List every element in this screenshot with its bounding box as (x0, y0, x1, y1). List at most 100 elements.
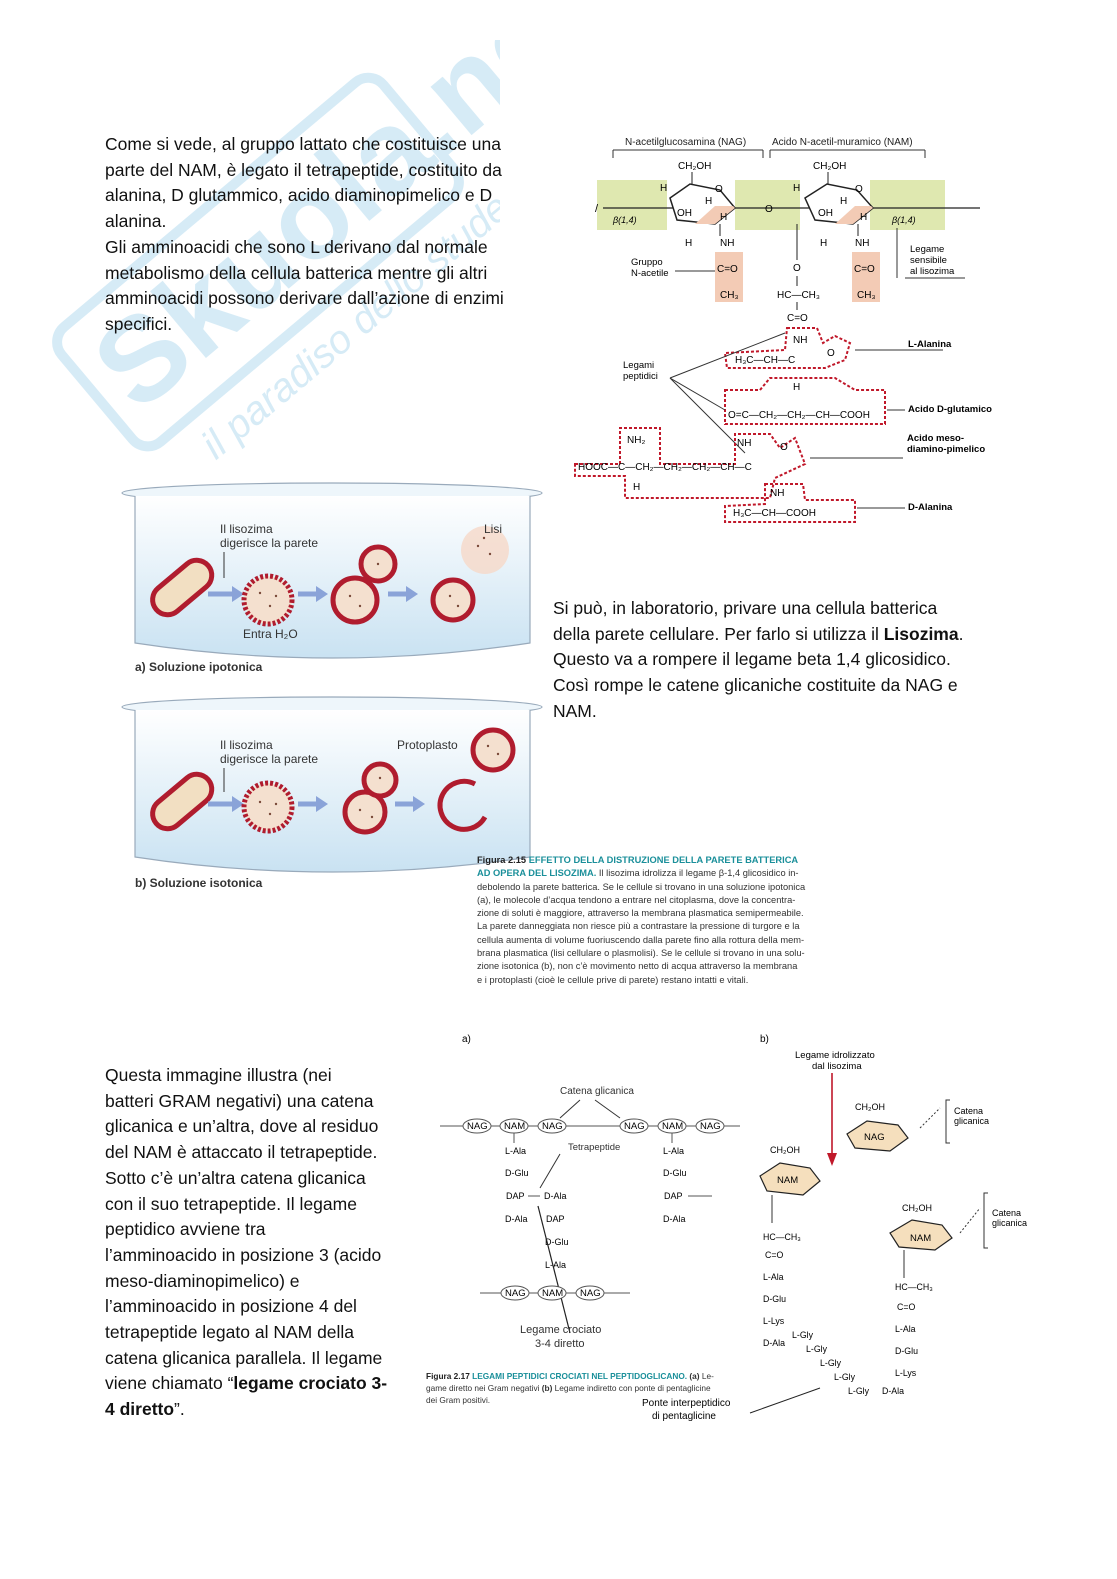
svg-text:CH₂OH: CH₂OH (678, 161, 711, 172)
svg-text:HC—CH₃: HC—CH₃ (777, 290, 820, 301)
svg-text:C=O: C=O (717, 264, 738, 275)
svg-text:Ponte interpeptidico: Ponte interpeptidico (642, 1398, 731, 1409)
figure-peptidoglycan-structure: N-acetilglucosamina (NAG) Acido N-acetil… (574, 137, 992, 523)
svg-text:D-Glu: D-Glu (545, 1237, 569, 1247)
paragraph-lisozima: Si può, in laboratorio, privare una cell… (553, 598, 964, 721)
svg-text:NH: NH (793, 335, 807, 346)
paragraph-gram-negativi: Questa immagine illustra (nei batteri GR… (105, 1065, 388, 1420)
beta-left-label: β(1,4) (612, 215, 637, 225)
svg-text:D-Glu: D-Glu (763, 1294, 786, 1304)
svg-text:Catena: Catena (954, 1106, 983, 1116)
svg-text:CH₂OH: CH₂OH (770, 1145, 800, 1155)
svg-text:D-Glu: D-Glu (895, 1346, 918, 1356)
svg-text:HOOC—C—CH₂—CH₂—CH₂—CH—C: HOOC—C—CH₂—CH₂—CH₂—CH—C (578, 462, 752, 473)
svg-text:Catena glicanica: Catena glicanica (560, 1086, 634, 1097)
svg-text:b): b) (760, 1034, 769, 1045)
svg-text:al lisozima: al lisozima (910, 266, 955, 277)
svg-text:O: O (793, 263, 801, 274)
svg-text:D-Ala: D-Ala (544, 1191, 567, 1201)
svg-text:glicanica: glicanica (954, 1116, 989, 1126)
svg-text:Legame idrolizzato: Legame idrolizzato (795, 1050, 875, 1061)
svg-text:H: H (840, 196, 847, 207)
svg-text:D-Ala: D-Ala (663, 1214, 686, 1224)
entra-h2o-label: Entra H₂O (243, 627, 298, 641)
lisozima-label-b: Il lisozima (220, 738, 273, 752)
svg-text:CH₂OH: CH₂OH (902, 1203, 932, 1213)
svg-text:L-Ala: L-Ala (663, 1146, 684, 1156)
svg-text:digerisce la parete: digerisce la parete (220, 536, 318, 550)
caption-figure-2-15: Figura 2.15 EFFETTO DELLA DISTRUZIONE DE… (477, 855, 806, 985)
svg-text:Catena: Catena (992, 1208, 1021, 1218)
beta-right-label: β(1,4) (891, 215, 916, 225)
svg-text:C=O: C=O (854, 264, 875, 275)
svg-text:Tetrapeptide: Tetrapeptide (568, 1142, 620, 1153)
svg-text:O: O (855, 184, 863, 195)
svg-text:D-Glu: D-Glu (505, 1168, 529, 1178)
svg-text:sensibile: sensibile (910, 255, 947, 266)
svg-text:L-Gly: L-Gly (834, 1372, 856, 1382)
lisozima-label-a: Il lisozima (220, 522, 273, 536)
svg-text:O: O (780, 442, 788, 453)
svg-text:Acido D-glutamico: Acido D-glutamico (908, 404, 992, 415)
svg-text:Legame: Legame (910, 244, 944, 255)
svg-text:DAP: DAP (546, 1214, 565, 1224)
svg-text:Legami: Legami (623, 360, 654, 371)
svg-text:L-Gly: L-Gly (806, 1344, 828, 1354)
svg-text:N-acetile: N-acetile (631, 268, 669, 279)
svg-text:C=O: C=O (897, 1302, 915, 1312)
svg-text:DAP: DAP (506, 1191, 525, 1201)
svg-text:di pentaglicine: di pentaglicine (652, 1411, 716, 1422)
svg-text:NH: NH (855, 238, 869, 249)
figure-crosslink-peptidoglycan: a) b) Catena glicanica NAG NAM NAG NAG N… (440, 1034, 1027, 1422)
svg-text:NH₂: NH₂ (627, 435, 645, 446)
caption-isotonic: b) Soluzione isotonica (135, 876, 263, 890)
svg-text:CH₂OH: CH₂OH (855, 1102, 885, 1112)
paragraph-nam-tetrapeptide: Come si vede, al gruppo lattato che cost… (105, 134, 504, 334)
svg-text:H: H (860, 212, 867, 223)
svg-text:H: H (793, 382, 800, 393)
figure-beaker-isotonic: Il lisozima digerisce la parete Protopla… (121, 696, 543, 890)
svg-text:diamino-pimelico: diamino-pimelico (907, 444, 985, 455)
svg-text:Gruppo: Gruppo (631, 257, 663, 268)
svg-text:DAP: DAP (664, 1191, 683, 1201)
svg-text:a): a) (462, 1034, 471, 1045)
nam-header: Acido N-acetil-muramico (NAM) (772, 137, 913, 148)
svg-text:L-Ala: L-Ala (895, 1324, 916, 1334)
svg-text:D-Ala: D-Ala (505, 1214, 528, 1224)
svg-text:CH₃: CH₃ (857, 290, 876, 301)
svg-text:O: O (827, 348, 835, 359)
svg-text:NAM: NAM (504, 1121, 525, 1132)
nag-header: N-acetilglucosamina (NAG) (625, 137, 746, 148)
svg-text:NAG: NAG (542, 1121, 563, 1132)
caption-hypotonic: a) Soluzione ipotonica (135, 660, 263, 674)
svg-text:D-Ala: D-Ala (763, 1338, 785, 1348)
figure-beaker-hypotonic: Il lisozima digerisce la parete Lisi Ent… (121, 482, 543, 674)
svg-text:CH₂OH: CH₂OH (813, 161, 846, 172)
svg-text:Acido meso-: Acido meso- (907, 433, 964, 444)
svg-text:L-Gly: L-Gly (848, 1386, 870, 1396)
svg-text:H: H (793, 183, 800, 194)
svg-text:NAG: NAG (580, 1288, 601, 1299)
svg-text:Legame crociato: Legame crociato (520, 1324, 601, 1336)
svg-text:/: / (595, 203, 599, 215)
svg-text:NAM: NAM (910, 1233, 931, 1244)
svg-text:NH: NH (770, 488, 784, 499)
svg-text:H: H (633, 482, 640, 493)
svg-text:NAM: NAM (662, 1121, 683, 1132)
svg-text:H₃C—CH—COOH: H₃C—CH—COOH (733, 508, 816, 519)
protoplasto-label: Protoplasto (397, 738, 458, 752)
svg-text:digerisce la parete: digerisce la parete (220, 752, 318, 766)
svg-text:OH: OH (818, 208, 833, 219)
svg-text:D-Ala: D-Ala (882, 1386, 904, 1396)
svg-text:NH: NH (720, 238, 734, 249)
svg-text:L-Lys: L-Lys (763, 1316, 785, 1326)
svg-text:O: O (715, 184, 723, 195)
svg-text:H: H (720, 212, 727, 223)
svg-text:O: O (765, 204, 773, 215)
svg-text:NAM: NAM (542, 1288, 563, 1299)
svg-text:CH₃: CH₃ (720, 290, 739, 301)
svg-text:glicanica: glicanica (992, 1218, 1027, 1228)
svg-text:HC—CH₃: HC—CH₃ (895, 1282, 933, 1292)
svg-text:L-Ala: L-Ala (763, 1272, 784, 1282)
svg-text:H: H (705, 196, 712, 207)
